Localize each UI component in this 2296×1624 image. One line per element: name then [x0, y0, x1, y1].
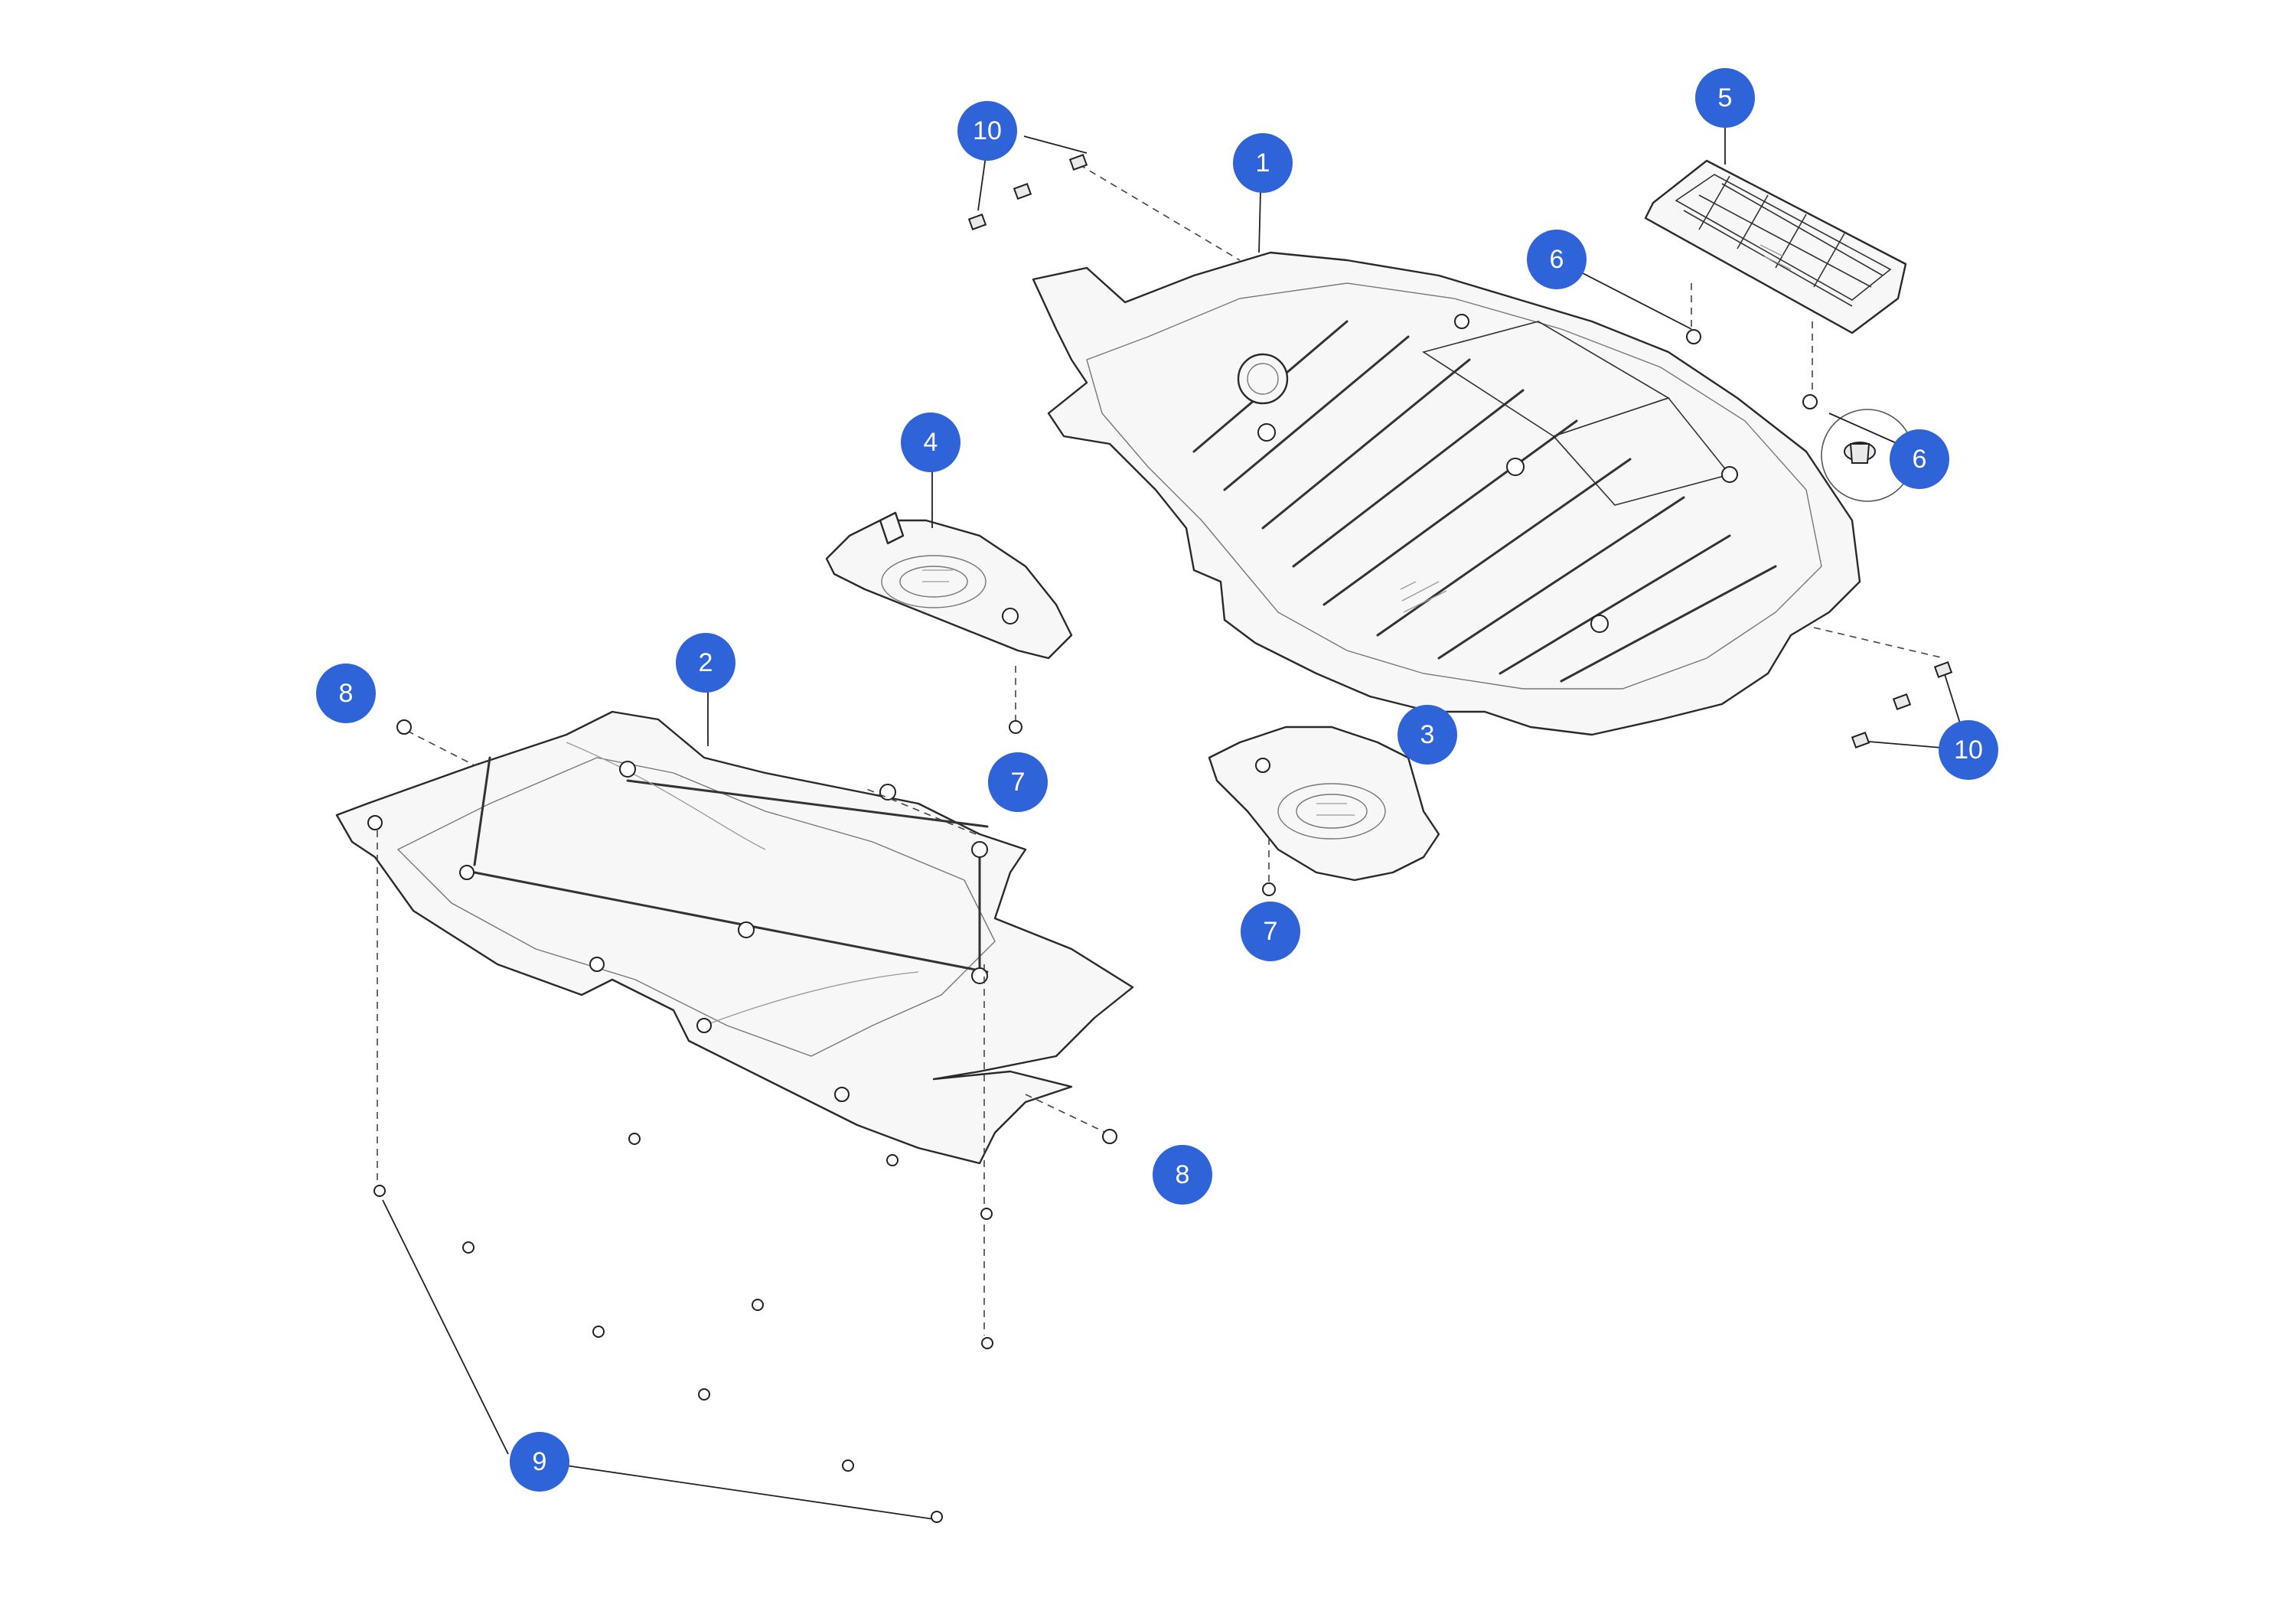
callout-5: 5 [1695, 68, 1755, 128]
callout-4: 4 [901, 413, 960, 472]
callout-2: 2 [676, 633, 735, 693]
callout-10-lower-label: 10 [1954, 735, 1983, 765]
callout-8-right-label: 8 [1176, 1160, 1190, 1189]
front-undertray-part [335, 710, 1134, 1165]
callout-3: 3 [1397, 705, 1457, 765]
callout-2-label: 2 [699, 648, 713, 677]
callout-9-label: 9 [533, 1447, 547, 1476]
callout-6-upper-label: 6 [1550, 245, 1564, 274]
left-wheel-cover-part [825, 511, 1073, 660]
callout-10-lower: 10 [1939, 720, 1998, 780]
callout-5-label: 5 [1718, 83, 1733, 113]
callout-7-right: 7 [1241, 902, 1300, 961]
callout-1: 1 [1233, 133, 1293, 193]
callout-8-right: 8 [1153, 1145, 1212, 1205]
callout-7-left: 7 [988, 752, 1048, 812]
callout-7-left-label: 7 [1011, 768, 1026, 797]
callout-8-left: 8 [316, 664, 376, 723]
callout-1-label: 1 [1256, 148, 1270, 178]
rear-undertray-part [1032, 251, 1861, 736]
callout-6-detail: 6 [1890, 429, 1949, 489]
callout-6-detail-label: 6 [1913, 445, 1927, 474]
grille-panel-part [1644, 159, 1907, 334]
callout-10-upper-label: 10 [973, 116, 1002, 145]
callout-10-upper: 10 [957, 101, 1017, 161]
callout-6-upper: 6 [1527, 230, 1587, 289]
callout-9: 9 [510, 1432, 569, 1492]
right-wheel-cover-part [1208, 726, 1440, 882]
loose-fasteners [373, 154, 1953, 1523]
callout-4-label: 4 [924, 428, 938, 457]
callout-7-right-label: 7 [1264, 917, 1278, 946]
callout-8-left-label: 8 [339, 679, 354, 708]
callout-3-label: 3 [1420, 720, 1435, 749]
fastener-detail-view [1821, 409, 1914, 502]
